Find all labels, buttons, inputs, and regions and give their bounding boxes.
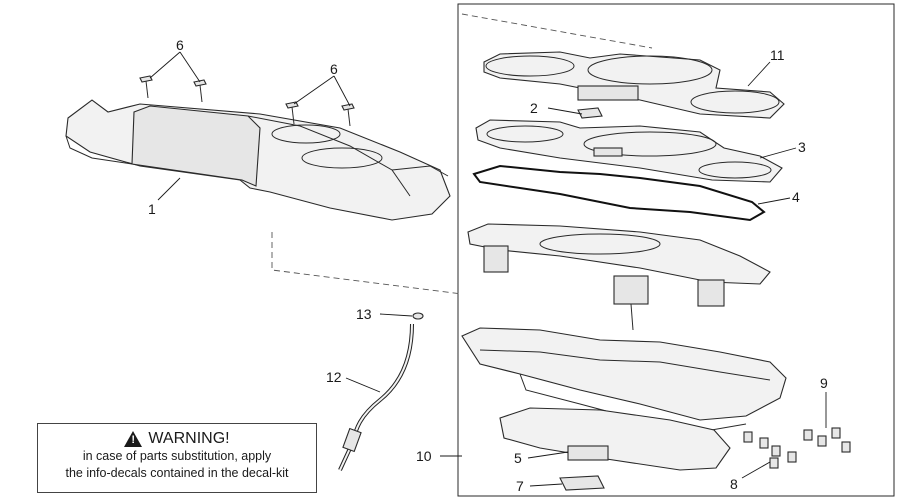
part-5-connector	[567, 445, 609, 461]
label-10: 10	[416, 448, 432, 464]
part-13-washer	[412, 312, 424, 320]
leader-lines	[149, 51, 827, 487]
dashed-guide-left	[271, 232, 463, 295]
label-5: 5	[514, 450, 522, 466]
label-9: 9	[820, 375, 828, 391]
pcb-assembly	[467, 223, 771, 331]
part-1-fairing-cover	[65, 99, 451, 221]
part-8-9-bulbs	[743, 427, 851, 469]
label-12: 12	[326, 369, 342, 385]
part-12-cable	[338, 323, 414, 471]
label-11: 11	[770, 47, 785, 63]
warning-title: WARNING!	[148, 430, 230, 447]
part-4-seal	[472, 164, 766, 222]
warning-triangle-icon	[124, 431, 143, 447]
label-6-left: 6	[176, 37, 184, 53]
warning-line-1: in case of parts substitution, apply	[82, 449, 272, 463]
label-3: 3	[798, 139, 806, 155]
warning-title-row: WARNING!	[38, 430, 316, 448]
part-7-strip	[559, 475, 605, 491]
part-6-screws-left	[139, 75, 207, 103]
label-8: 8	[730, 476, 738, 492]
label-4: 4	[792, 189, 800, 205]
label-2: 2	[530, 100, 538, 116]
bracket-plate	[499, 407, 731, 491]
dashed-guide-top	[461, 13, 653, 49]
warning-line-2: the info-decals contained in the decal-k…	[65, 466, 289, 480]
part-2-clip	[577, 107, 603, 119]
label-13: 13	[356, 306, 372, 322]
label-7: 7	[516, 478, 524, 494]
exploded-view-frame	[457, 3, 895, 497]
part-3-gasket-frame	[475, 119, 783, 183]
part-11-instrument-glass	[483, 51, 785, 119]
warning-box: WARNING! in case of parts substitution, …	[37, 423, 317, 493]
label-6-right: 6	[330, 61, 338, 77]
label-1: 1	[148, 201, 156, 217]
